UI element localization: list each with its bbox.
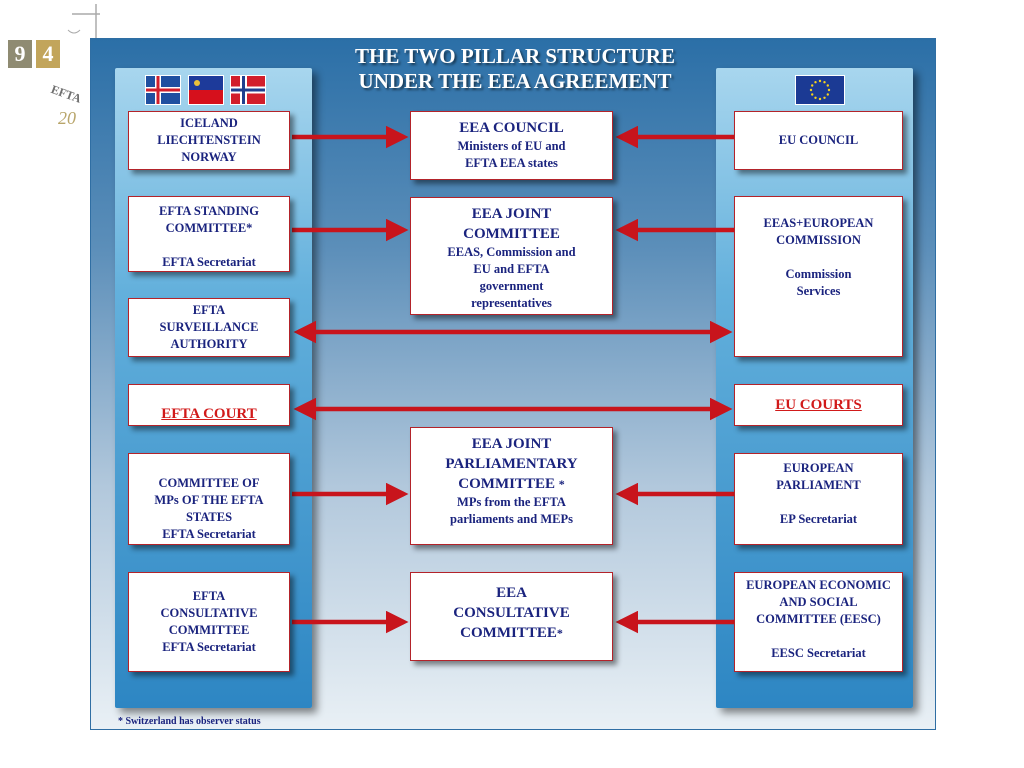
- box-title: CONSULTATIVE: [453, 605, 570, 621]
- box-line: LIECHTENSTEIN: [157, 133, 261, 147]
- box-line: STATES: [185, 510, 233, 524]
- box-line: COMMITTEE: [168, 623, 250, 637]
- iceland-flag-icon: [145, 75, 181, 105]
- box-title: COMMITTEE*: [460, 623, 563, 643]
- eu-star-icon: [814, 81, 817, 84]
- box-title: EEA: [496, 585, 527, 601]
- eu-star-icon: [814, 96, 817, 99]
- eu-star-icon: [811, 93, 814, 96]
- box-line: EFTA Secretariat: [162, 640, 256, 654]
- title-line-2: UNDER THE EEA AGREEMENT: [358, 69, 672, 93]
- box-line: Ministers of EU and: [457, 139, 566, 153]
- box-line: EFTA Secretariat: [162, 527, 256, 541]
- box-title: COMMITTEE *: [458, 474, 564, 494]
- efta-court-box: EFTA COURT: [128, 384, 290, 426]
- box-line: NORWAY: [181, 150, 237, 164]
- box-line: SURVEILLANCE: [159, 320, 259, 334]
- eea-joint-committee-box: EEA JOINT COMMITTEE EEAS, Commission and…: [410, 197, 613, 315]
- eu-star-icon: [823, 96, 826, 99]
- box-line: parliaments and MEPs: [450, 512, 573, 526]
- box-line: government: [479, 279, 544, 293]
- logo-digit-1: 9: [8, 40, 32, 68]
- norway-flag-icon: [230, 75, 266, 105]
- eeas-european-commission-box: EEAS+EUROPEAN COMMISSION Commission Serv…: [734, 196, 903, 357]
- box-line: EUROPEAN ECONOMIC: [746, 578, 891, 592]
- eu-flag-icon: [795, 75, 845, 105]
- box-line: MPs OF THE EFTA: [154, 493, 264, 507]
- eu-council-box: EU COUNCIL: [734, 111, 903, 170]
- eu-courts-box: EU COURTS: [734, 384, 903, 426]
- eea-joint-parliamentary-committee-box: EEA JOINT PARLIAMENTARY COMMITTEE * MPs …: [410, 427, 613, 545]
- box-line: EFTA EEA states: [465, 156, 558, 170]
- box-line: MPs from the EFTA: [457, 495, 566, 509]
- eea-council-box: EEA COUNCIL Ministers of EU and EFTA EEA…: [410, 111, 613, 180]
- eu-star-icon: [823, 81, 826, 84]
- eu-star-icon: [826, 93, 829, 96]
- box-title: COMMITTEE: [463, 226, 560, 242]
- box-line: EP Secretariat: [779, 512, 858, 526]
- box-line: Commission: [785, 267, 852, 281]
- box-line: EFTA Secretariat: [162, 255, 256, 269]
- efta-consultative-committee-box: EFTA CONSULTATIVE COMMITTEE EFTA Secreta…: [128, 572, 290, 672]
- box-line: Services: [796, 284, 841, 298]
- box-title: EEA JOINT: [471, 436, 552, 452]
- efta-surveillance-authority-box: EFTA SURVEILLANCE AUTHORITY: [128, 298, 290, 357]
- eu-star-icon: [809, 88, 813, 92]
- box-line: ICELAND: [180, 116, 238, 130]
- european-parliament-box: EUROPEAN PARLIAMENT EP Secretariat: [734, 453, 903, 545]
- box-line: EFTA STANDING: [159, 204, 259, 218]
- box-title: EEA JOINT: [471, 206, 552, 222]
- box-line: CONSULTATIVE: [160, 606, 258, 620]
- liechtenstein-flag-icon: [188, 75, 224, 105]
- observer-asterisk: *: [558, 477, 565, 491]
- box-line: EESC Secretariat: [771, 646, 866, 660]
- box-line: EU COUNCIL: [778, 133, 859, 147]
- box-line: COMMITTEE OF: [158, 476, 260, 490]
- box-line: EFTA: [192, 589, 226, 603]
- eu-star-icon: [811, 84, 814, 87]
- eesc-box: EUROPEAN ECONOMIC AND SOCIAL COMMITTEE (…: [734, 572, 903, 672]
- observer-asterisk: *: [556, 626, 563, 640]
- logo-year: 20: [58, 108, 76, 128]
- title-line-1: THE TWO PILLAR STRUCTURE: [355, 44, 675, 68]
- box-title: PARLIAMENTARY: [445, 456, 578, 472]
- efta-anniversary-logo: 9 4 EFTA 20: [0, 0, 100, 140]
- box-title: EEA COUNCIL: [459, 120, 564, 136]
- eea-consultative-committee-box: EEA CONSULTATIVE COMMITTEE*: [410, 572, 613, 661]
- efta-standing-committee-box: EFTA STANDING COMMITTEE* EFTA Secretaria…: [128, 196, 290, 272]
- efta-court-link[interactable]: EFTA COURT: [161, 406, 257, 422]
- committee-of-mps-box: COMMITTEE OF MPs OF THE EFTA STATES EFTA…: [128, 453, 290, 545]
- box-line: EU and EFTA: [473, 262, 550, 276]
- eu-star-icon: [818, 97, 822, 101]
- box-line: COMMISSION: [776, 233, 861, 247]
- box-line: COMMITTEE (EESC): [756, 612, 881, 626]
- box-title-text: COMMITTEE: [458, 476, 555, 492]
- box-line: AND SOCIAL: [779, 595, 858, 609]
- eu-star-icon: [818, 79, 822, 83]
- box-line: PARLIAMENT: [776, 478, 861, 492]
- box-line: representatives: [471, 296, 552, 310]
- eu-star-icon: [826, 84, 829, 87]
- box-line: EEAS, Commission and: [447, 245, 576, 259]
- box-line: EFTA: [192, 303, 226, 317]
- efta-states-box: ICELAND LIECHTENSTEIN NORWAY: [128, 111, 290, 170]
- box-line: EUROPEAN: [783, 461, 854, 475]
- logo-digit-2: 4: [36, 40, 60, 68]
- scales-icon: [67, 4, 100, 40]
- box-line: COMMITTEE*: [165, 221, 253, 235]
- eu-star-icon: [827, 88, 831, 92]
- box-line: AUTHORITY: [170, 337, 248, 351]
- diagram-title: THE TWO PILLAR STRUCTURE UNDER THE EEA A…: [320, 44, 710, 94]
- box-line: EEAS+EUROPEAN: [763, 216, 874, 230]
- eu-courts-link[interactable]: EU COURTS: [775, 396, 862, 413]
- box-title-text: COMMITTEE: [460, 625, 557, 641]
- footnote: * Switzerland has observer status: [118, 716, 261, 727]
